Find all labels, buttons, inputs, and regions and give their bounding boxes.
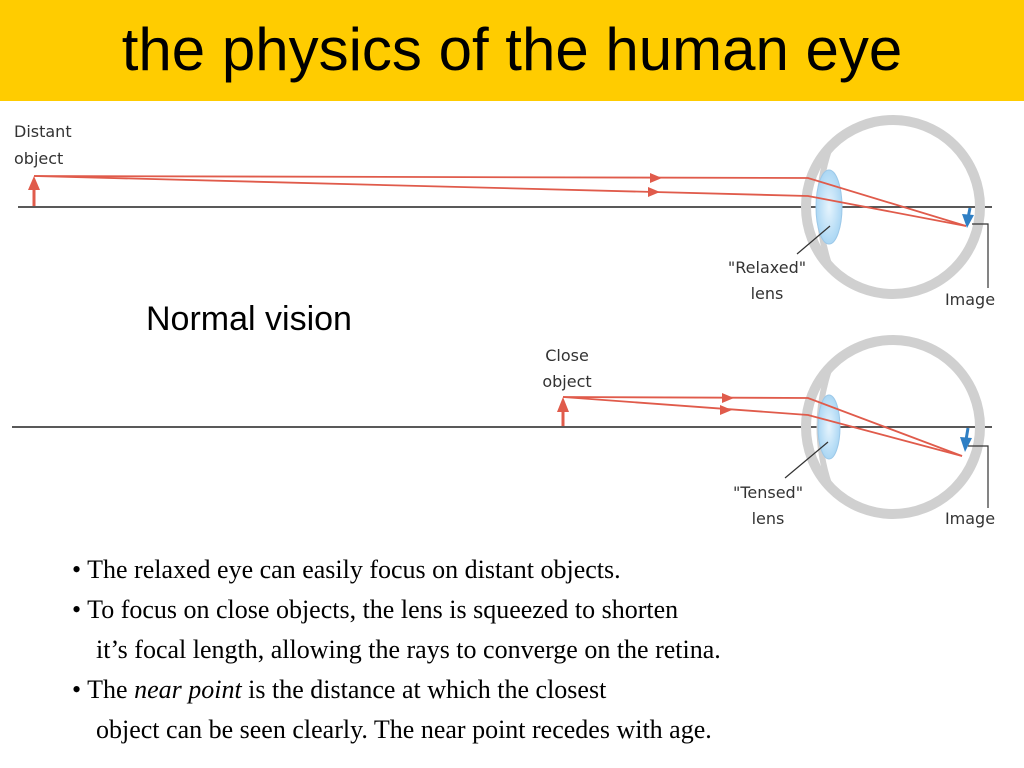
lens-leader-line — [784, 441, 829, 479]
lens-label: "Tensed" — [733, 483, 803, 502]
lens-label: lens — [751, 284, 784, 303]
bullet-item: • The near point is the distance at whic… — [72, 670, 1012, 710]
close-object-label: object — [542, 372, 591, 391]
close-vision-diagram: Close object "Tensed" lens Image — [12, 335, 995, 528]
bullet-continuation: it’s focal length, allowing the rays to … — [96, 635, 721, 664]
bullet-text: is the distance at which the closest — [241, 675, 607, 704]
close-object-label: Close — [545, 346, 589, 365]
close-object-arrow — [557, 397, 569, 426]
lens-label: "Relaxed" — [728, 258, 806, 277]
ray-arrowhead — [720, 405, 732, 415]
tensed-lens — [817, 394, 841, 460]
bullet-item: • The relaxed eye can easily focus on di… — [72, 555, 621, 584]
distant-object-label: object — [14, 149, 63, 168]
ray-arrowhead — [648, 187, 660, 197]
normal-vision-diagram: Distant object "Relaxed" lens Image — [14, 115, 995, 309]
image-label: Image — [945, 290, 995, 309]
image-leader-line — [968, 445, 989, 508]
slide-title: the physics of the human eye — [121, 16, 903, 83]
relaxed-lens — [815, 169, 843, 245]
image-leader-line — [972, 223, 989, 288]
ray-arrowhead — [722, 393, 734, 403]
eye-diagram: Distant object "Relaxed" lens Image — [12, 115, 995, 528]
light-rays — [562, 396, 963, 457]
distant-object-label: Distant — [14, 122, 72, 141]
image-arrow — [960, 427, 972, 452]
light-rays — [33, 175, 967, 227]
lens-leader-line — [796, 225, 831, 255]
bullet-item: • To focus on close objects, the lens is… — [72, 595, 679, 624]
ray-arrowhead — [650, 173, 662, 183]
bullet-list: • The relaxed eye can easily focus on di… — [72, 550, 1012, 750]
lens-label: lens — [752, 509, 785, 528]
image-arrow — [962, 207, 974, 228]
distant-object-arrow — [28, 176, 40, 206]
normal-vision-caption: Normal vision — [146, 300, 352, 338]
title-bar: the physics of the human eye — [0, 0, 1024, 101]
bullet-text: • The — [72, 675, 135, 704]
bullet-continuation: object can be seen clearly. The near poi… — [96, 715, 712, 744]
image-label: Image — [945, 509, 995, 528]
near-point-term: near point — [134, 675, 242, 704]
